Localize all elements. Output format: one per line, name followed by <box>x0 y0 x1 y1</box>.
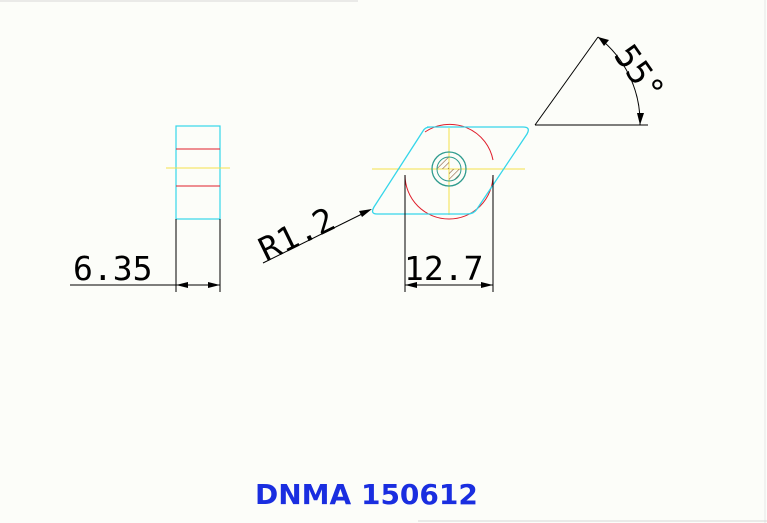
radius-leader-line <box>262 212 365 264</box>
arrowhead <box>481 282 493 288</box>
inscribed-circle <box>404 174 494 220</box>
arrowhead <box>405 282 417 288</box>
center-hole-inner <box>436 156 462 182</box>
arrowhead <box>208 282 220 288</box>
side-view-outline <box>175 125 221 220</box>
thickness-dimension-label: 6.35 <box>73 249 152 288</box>
inscribed-circle-dimension-label: 12.7 <box>404 249 483 288</box>
center-hole <box>431 151 467 187</box>
arrowhead <box>598 37 609 46</box>
angle-edge <box>534 36 599 126</box>
insert-designation-title: DNMA 150612 <box>255 478 478 511</box>
arrowhead <box>359 209 372 217</box>
side-view: 6.35 <box>70 125 230 292</box>
arrowhead <box>637 113 644 125</box>
insert-outline <box>371 126 529 215</box>
arrowhead <box>176 282 188 288</box>
